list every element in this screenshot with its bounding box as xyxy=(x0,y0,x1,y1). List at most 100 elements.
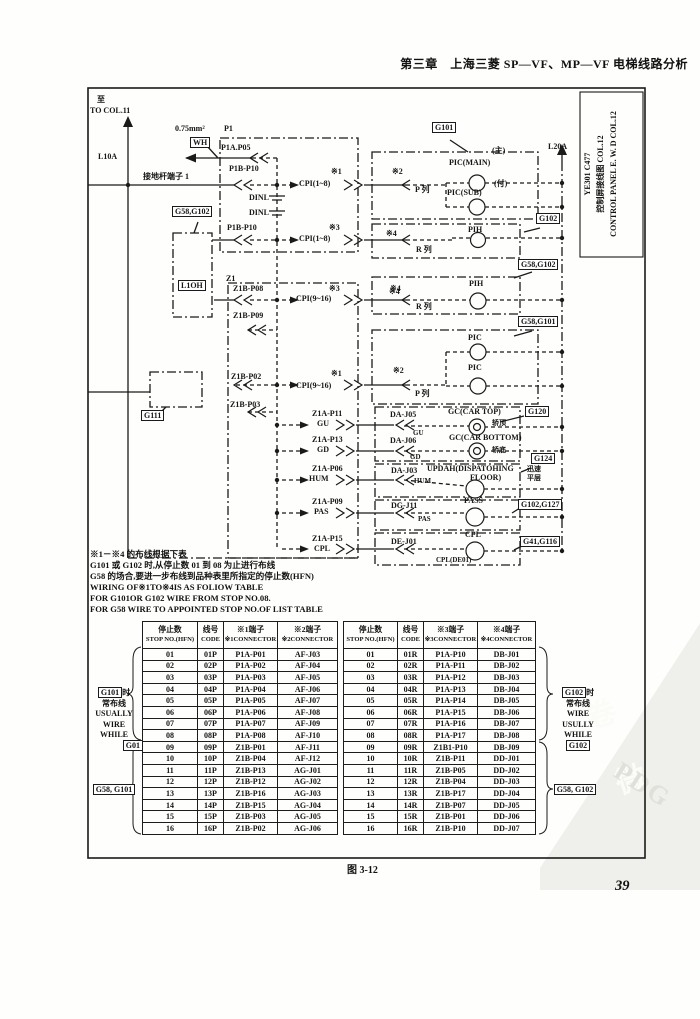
updah-label: UPDAH(DISPATOHING xyxy=(427,464,514,473)
g120-tag: G120 xyxy=(525,406,550,417)
g102-tag: G102 xyxy=(561,687,587,698)
z1b-p02-label: Z1B-P02 xyxy=(231,372,262,381)
note-line: G58 的场合,要进一步布线到品种表里所指定的停止数(HFN) xyxy=(90,571,314,581)
floor-label: FLOOR) xyxy=(470,473,502,482)
r-column-label: R 列 xyxy=(416,245,432,254)
left-table-annotation-2: G58, G101 xyxy=(85,784,143,796)
figure-caption: 图 3-12 xyxy=(347,865,378,876)
chapter-header: 第三章 上海三菱 SP—VF、MP—VF 电梯线路分析 xyxy=(400,57,688,71)
pass-label: PASS xyxy=(464,496,483,505)
l20a-label: L20A xyxy=(548,142,568,151)
pih-label: PIH xyxy=(468,225,483,234)
note-line: FOR G101OR G102 WIRE FROM STOP NO.08. xyxy=(90,593,271,603)
g58-g102-tag: G58,G102 xyxy=(172,206,213,217)
g124-tag: G124 xyxy=(531,453,556,464)
cpl-de01-label: CPL(DE01) xyxy=(436,556,472,564)
z1a-p11-label: Z1A-P11 xyxy=(312,409,343,418)
drawing-title-cn: 控制屏接线图 COL.12 xyxy=(595,135,605,213)
cpl-label: CPL xyxy=(314,544,330,553)
hum-label: HUM xyxy=(414,477,432,485)
quick-leveling-cn: 迅速 xyxy=(527,465,541,473)
z1b-p09-label: Z1B-P09 xyxy=(233,311,264,320)
star2-label: ※2 xyxy=(393,366,404,375)
star4-label: ※4 xyxy=(389,287,400,296)
gc-car-top-label: GC(CAR TOP) xyxy=(448,407,501,416)
gu-label: GU xyxy=(413,429,424,437)
dg-j11-label: DG-J11 xyxy=(391,501,418,510)
gd-label: GD xyxy=(317,445,329,454)
p-column-label: P 列 xyxy=(415,389,430,398)
wire-color-label: WH xyxy=(190,137,211,148)
g101-tag: G101 xyxy=(97,687,123,698)
p-column-label: P 列 xyxy=(415,185,430,194)
da-j03-label: DA-J03 xyxy=(391,466,418,475)
pas-label: PAS xyxy=(418,515,431,523)
to-col11-label: TO COL.11 xyxy=(90,106,131,115)
g58-g102-tag: G58,G102 xyxy=(518,259,559,270)
drawing-title-en: CONTROL PANEL E. W. D COL.12 xyxy=(608,111,618,237)
wire-size-label: 0.75mm² xyxy=(175,124,205,133)
sub-tag-label: (付) xyxy=(494,179,508,188)
pic-label: PIC xyxy=(468,333,482,342)
main-tag-label: (主) xyxy=(492,146,506,155)
star1-label: ※1 xyxy=(331,369,342,378)
col-header: ※3端子※3CONNECTOR xyxy=(423,621,478,649)
gd-label: GD xyxy=(410,453,421,461)
pic-main-label: PIC(MAIN) xyxy=(449,158,491,167)
p1b-p10-label: P1B-P10 xyxy=(227,223,257,232)
z1b-p03-label: Z1B-P03 xyxy=(230,400,261,409)
g101-tag: G101 xyxy=(432,122,457,133)
z1a-p06-label: Z1A-P06 xyxy=(312,464,343,473)
g58-g101-tag: G58,G101 xyxy=(518,316,559,327)
col-header: ※2端子※2CONNECTOR xyxy=(277,621,338,649)
g41-g116-tag: G41,G116 xyxy=(520,536,561,547)
p1b-p10-label: P1B-P10 xyxy=(229,164,259,173)
note-line: WIRING OF※1TO※4IS AS FOLIOW TABLE xyxy=(90,582,264,592)
quick-leveling-cn: 平层 xyxy=(527,474,541,482)
gu-label: GU xyxy=(317,419,329,428)
r-column-label: R 列 xyxy=(416,302,432,311)
note-line: ※1－※4 的布线根据下表 xyxy=(90,549,187,559)
pas-label: PAS xyxy=(314,507,329,516)
de-j01-label: DE-J01 xyxy=(391,537,417,546)
cpi-9-16-label: CPI(9~16) xyxy=(296,294,332,303)
z1a-p15-label: Z1A-P15 xyxy=(312,534,343,543)
star4-label: ※4 xyxy=(390,284,401,293)
dinl-label: DINL xyxy=(249,193,270,202)
pic-sub-label: PIC(SUB) xyxy=(447,188,482,197)
p1a-p05-label: P1A.P05 xyxy=(221,143,251,152)
z1a-p13-label: Z1A-P13 xyxy=(312,435,343,444)
hum-label: HUM xyxy=(309,474,329,483)
da-j05-label: DA-J05 xyxy=(390,410,417,419)
star3-label: ※3 xyxy=(329,284,340,293)
z1a-p09-label: Z1A-P09 xyxy=(312,497,343,506)
pih-label: PIH xyxy=(469,279,484,288)
l10a-label: L10A xyxy=(98,152,118,161)
star2-label: ※2 xyxy=(392,167,403,176)
